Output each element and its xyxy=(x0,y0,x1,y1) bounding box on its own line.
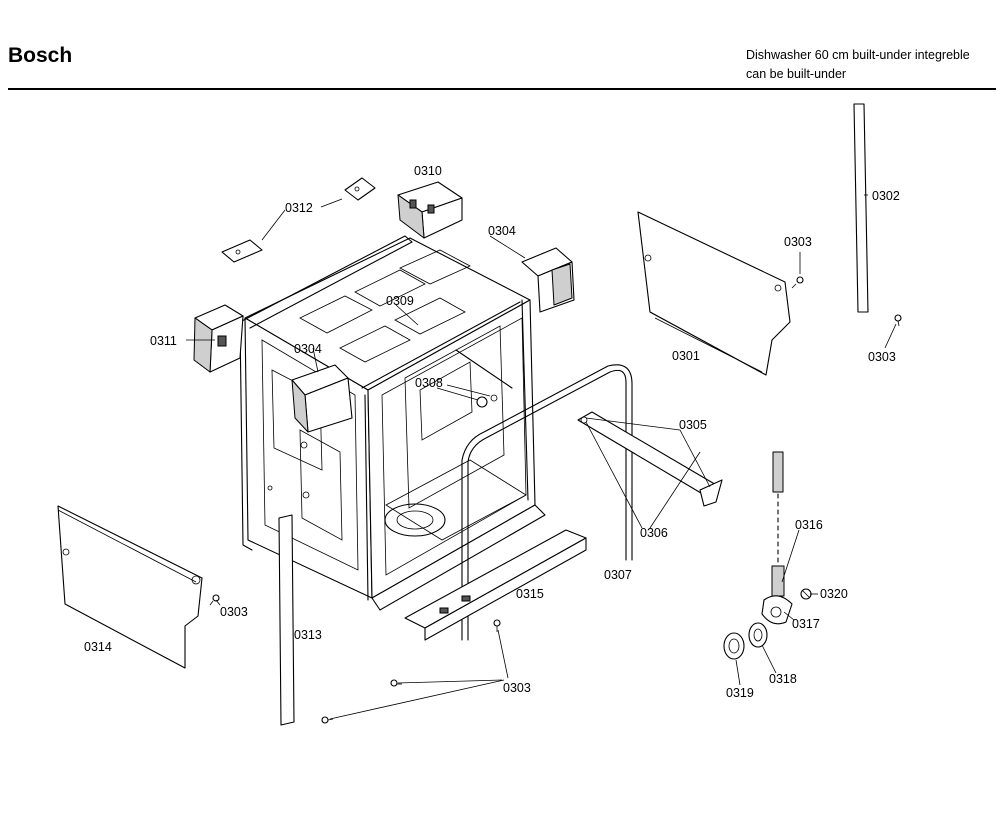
callout-0306: 0306 xyxy=(640,526,668,540)
callout-0309: 0309 xyxy=(386,294,414,308)
callout-0315: 0315 xyxy=(516,587,544,601)
bracket-0304-left xyxy=(291,364,353,433)
callout-0304-left: 0304 xyxy=(294,342,322,356)
ring-0318 xyxy=(748,622,768,648)
callout-0316: 0316 xyxy=(795,518,823,532)
bracket-0312 xyxy=(221,177,376,263)
module-0311 xyxy=(193,304,244,373)
callout-0303-a: 0303 xyxy=(784,235,812,249)
leader-lines xyxy=(186,194,897,720)
front-frame-0309 xyxy=(361,299,529,601)
module-0310 xyxy=(397,181,463,239)
callout-0305: 0305 xyxy=(679,418,707,432)
rail-0305 xyxy=(577,411,723,507)
callout-0310: 0310 xyxy=(414,164,442,178)
model-description: Dishwasher 60 cm built-under integreble … xyxy=(746,46,970,84)
model-description-line1: Dishwasher 60 cm built-under integreble xyxy=(746,48,970,62)
runner-0308 xyxy=(455,349,513,408)
side-seal-0313 xyxy=(278,514,295,726)
strip-0302 xyxy=(853,103,869,313)
callout-0311: 0311 xyxy=(150,334,177,348)
bracket-0304-right xyxy=(521,247,575,313)
callout-0319: 0319 xyxy=(726,686,754,700)
screws-0303 xyxy=(209,276,902,724)
brand-title: Bosch xyxy=(8,44,73,67)
channel-0315 xyxy=(404,529,587,641)
door-seal-0307 xyxy=(467,369,627,641)
callout-0318: 0318 xyxy=(769,672,797,686)
callout-0303-d: 0303 xyxy=(503,681,531,695)
callout-0313: 0313 xyxy=(294,628,322,642)
hose-assembly xyxy=(761,451,793,625)
panel-0301 xyxy=(637,211,791,376)
callout-0320: 0320 xyxy=(820,587,848,601)
model-description-line2: can be built-under xyxy=(746,67,847,81)
callout-0301: 0301 xyxy=(672,349,700,363)
callout-0308: 0308 xyxy=(415,376,443,390)
header-divider xyxy=(8,88,996,90)
panel-0314 xyxy=(57,505,203,669)
callout-0314: 0314 xyxy=(84,640,112,654)
cap-0319 xyxy=(723,632,745,660)
callout-0312: 0312 xyxy=(285,201,313,215)
callout-0304-right: 0304 xyxy=(488,224,516,238)
callout-0303-c: 0303 xyxy=(220,605,248,619)
callout-0307: 0307 xyxy=(604,568,632,582)
callout-0302: 0302 xyxy=(872,189,900,203)
callout-0303-b: 0303 xyxy=(868,350,896,364)
screw-0320 xyxy=(800,588,812,600)
callout-0317: 0317 xyxy=(792,617,820,631)
